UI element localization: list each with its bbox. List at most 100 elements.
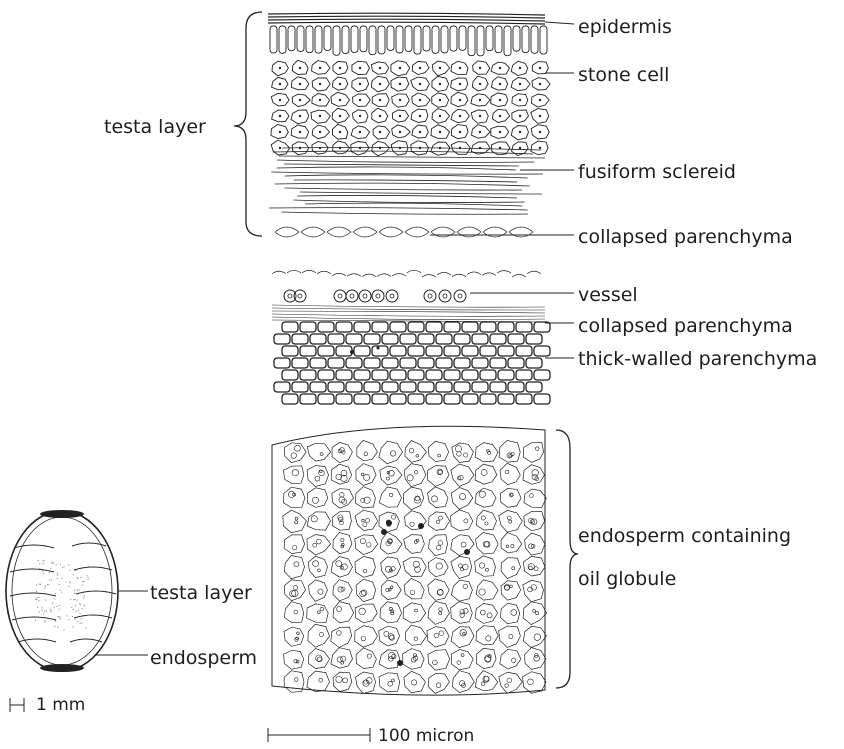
stone-cell-lumen [359,83,361,85]
endosperm-cell [333,580,352,601]
endosperm-cell [403,603,426,623]
endosperm-stipple [79,589,80,590]
label-seed-testa-layer: testa layer [150,582,252,604]
vessel-parenchyma-section-drawing [272,270,550,404]
collapsed-tissue [407,270,421,273]
thick-walled-cell [300,346,316,356]
thick-walled-cell [418,382,434,392]
thick-walled-cell [508,334,524,344]
oil-globule [337,607,342,612]
stone-cell-lumen [279,67,281,69]
collapsed-tissue [512,275,526,278]
cell-nucleus [377,347,380,350]
endosperm-stipple [58,609,59,610]
endosperm-cell [524,511,545,531]
endosperm-cell [379,673,400,692]
vessel-lumen [376,294,380,298]
stone-cell-lumen [399,99,401,101]
endosperm-stipple [50,595,51,596]
palisade-cell [360,26,367,52]
dense-oil-globule [464,549,470,555]
stone-cell-lumen [399,67,401,69]
thick-walled-cell [328,334,344,344]
palisade-cell [432,26,439,53]
oil-globule [505,585,510,590]
palisade-cell [378,26,385,54]
palisade-cell [540,26,547,54]
label-collapsed-parenchyma-1: collapsed parenchyma [578,226,793,248]
fusiform-sclereid [277,167,516,170]
stone-cell-lumen [499,115,501,117]
oil-globule [511,609,517,615]
thick-walled-cell [310,334,326,344]
thick-walled-cell [498,346,514,356]
label-epidermis: epidermis [578,16,672,38]
palisade-cell [459,26,466,50]
endosperm-stipple [53,563,54,564]
oil-globule [479,589,485,595]
endosperm-bracket [556,430,578,688]
stone-cell-lumen [439,67,441,69]
collapsed-parenchyma-cell [275,227,299,237]
dense-oil-globule [381,529,387,535]
thick-walled-cell [462,346,478,356]
dense-oil-globule [418,523,424,529]
thick-walled-cell [382,334,398,344]
thick-walled-cell [508,382,524,392]
testa-fold [76,591,116,594]
palisade-cell [315,26,322,53]
stone-cell-lumen [519,83,521,85]
stone-cell-lumen [399,115,401,117]
seed-cross-section-drawing [6,510,118,672]
thick-walled-cell [274,334,290,344]
endosperm-stipple [82,585,83,586]
oil-globule [319,632,323,636]
thick-walled-cell [516,394,532,404]
endosperm-stipple [57,575,58,576]
stone-cell-lumen [379,115,381,117]
thick-walled-cell [516,346,532,356]
palisade-cell [477,26,484,56]
stone-cell-lumen [319,83,321,85]
oil-globule [319,678,323,682]
thick-walled-cell [310,358,326,368]
oil-globule [436,683,441,688]
thick-walled-cell [454,334,470,344]
palisade-cell [522,26,529,53]
oil-globule [532,470,539,477]
oil-globule [438,589,444,595]
stone-cell-lumen [439,83,441,85]
vessel-ring [334,290,346,302]
oil-globule [388,681,393,686]
stone-cell-lumen [439,115,441,117]
endosperm-cell [451,580,472,601]
endosperm-stipple [69,570,70,571]
oil-globule [438,454,441,457]
endosperm-stipple [36,597,37,598]
stone-cell [473,61,490,75]
endosperm-stipple [66,615,67,616]
vessel-lumen [363,294,367,298]
endosperm-cell [308,624,330,647]
thick-walled-cell [282,370,298,380]
endosperm-cell [404,671,426,692]
palisade-cell [351,26,358,52]
endosperm-cell [428,579,449,601]
oil-globule [433,660,438,665]
collapsed-parenchyma-line [272,314,545,316]
collapsed-tissue [302,270,316,273]
oil-globule [485,522,488,525]
oil-globule [343,678,348,683]
oil-globule [313,543,317,547]
vessel-lumen [350,294,354,298]
thick-walled-cell [346,358,362,368]
stone-cell-lumen [519,131,521,133]
collapsed-parenchyma-line [272,308,545,310]
stone-cell-lumen [379,99,381,101]
thick-walled-cell [300,370,316,380]
endosperm-stipple [41,610,42,611]
oil-globule [384,631,389,636]
thick-walled-cell [382,382,398,392]
thick-walled-cell [454,358,470,368]
endosperm-cell [499,510,523,532]
